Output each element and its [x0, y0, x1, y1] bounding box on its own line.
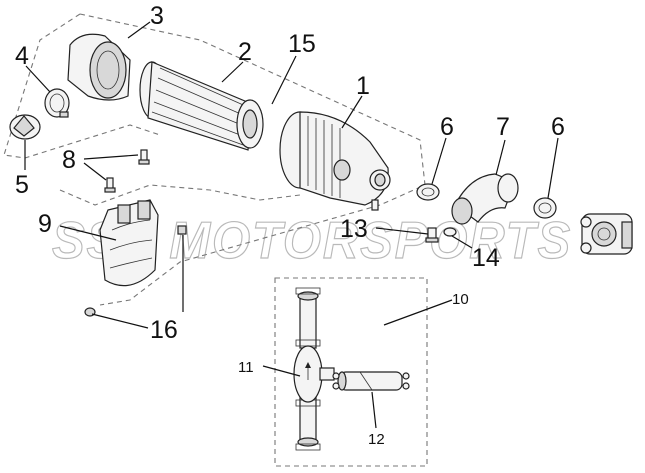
callout-15: 15 — [288, 30, 316, 58]
callout-16: 16 — [150, 316, 178, 344]
callout-14: 14 — [472, 244, 500, 272]
breather-tee-part — [293, 345, 335, 403]
leader-lines — [24, 21, 559, 429]
clamp-ring-part — [44, 88, 70, 118]
band-bracket-part — [99, 199, 159, 287]
callout-labels: 1 2 3 4 5 6 6 7 8 9 10 11 12 13 14 15 16 — [15, 2, 565, 448]
callout-5: 5 — [15, 171, 29, 199]
breather-assembly-box — [274, 277, 428, 467]
fitting-part — [425, 227, 439, 243]
callout-4: 4 — [15, 42, 29, 70]
callout-3: 3 — [150, 2, 164, 30]
callout-11: 11 — [238, 359, 254, 376]
callout-6-left: 6 — [440, 113, 454, 141]
duct-elbow-part — [451, 173, 519, 225]
hose-clamp-left-part — [416, 183, 440, 201]
assembly-dashed-outline — [3, 13, 426, 306]
valve-part — [9, 114, 41, 140]
callout-7: 7 — [496, 113, 510, 141]
bolt-upper-part — [138, 149, 150, 165]
housing-cap-part — [67, 33, 131, 101]
callout-10: 10 — [452, 291, 469, 308]
callout-12: 12 — [368, 431, 385, 448]
breather-hose-vertical-part — [295, 287, 321, 451]
callout-1: 1 — [356, 72, 370, 100]
callout-13: 13 — [340, 215, 368, 243]
nut-upper-part — [177, 225, 187, 235]
callout-6-right: 6 — [551, 113, 565, 141]
air-cleaner-case-part — [279, 111, 391, 211]
throttle-body-part — [580, 213, 633, 255]
callout-9: 9 — [38, 210, 52, 238]
filter-element-part — [139, 61, 264, 151]
small-clamp-part — [443, 227, 457, 237]
breather-hose-horizontal-part — [332, 371, 410, 391]
hose-clamp-right-part — [533, 197, 557, 219]
bolt-lower-part — [104, 177, 116, 193]
callout-8: 8 — [62, 146, 76, 174]
callout-2: 2 — [238, 38, 252, 66]
